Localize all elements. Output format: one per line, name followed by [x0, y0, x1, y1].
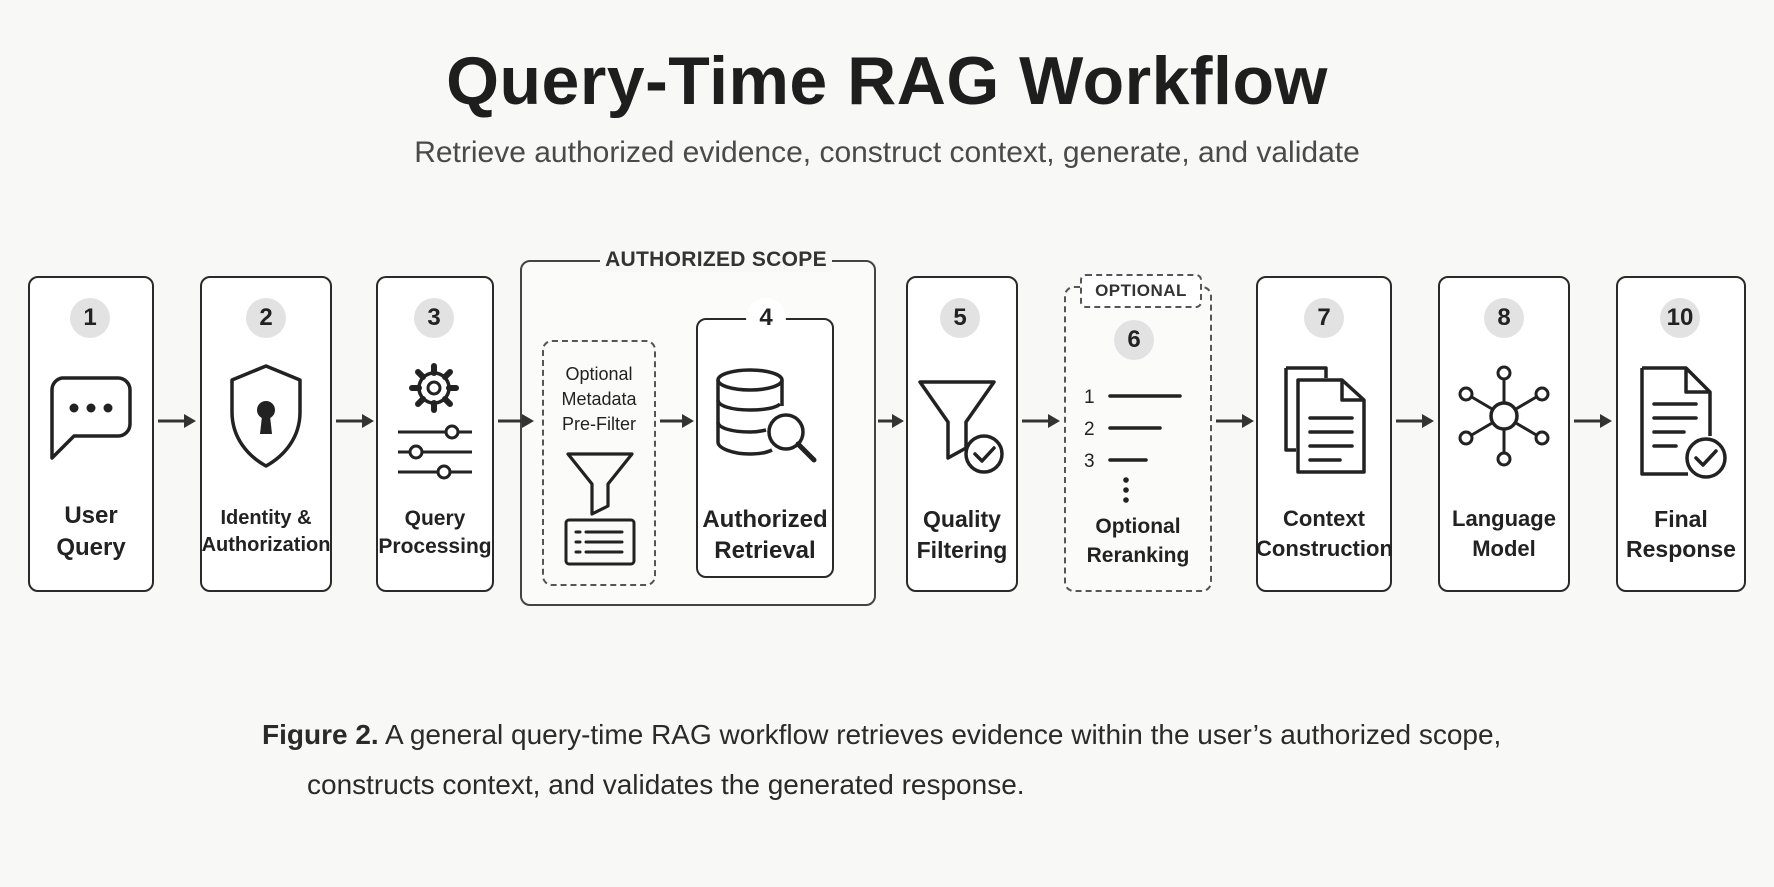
page-title: Query-Time RAG Workflow	[446, 43, 1328, 119]
step-label: Quality Filtering	[906, 504, 1018, 566]
flow-arrow	[1574, 414, 1612, 428]
step-label-line: User	[64, 502, 118, 529]
step-label-line: Retrieval	[714, 537, 816, 564]
database-search-icon	[716, 368, 817, 463]
flow-arrow	[1216, 414, 1254, 428]
caption-line-2: constructs context, and validates the ge…	[307, 769, 1025, 800]
rank-number: 2	[1084, 419, 1095, 440]
documents-icon	[1284, 366, 1366, 474]
figure-label: Figure 2.	[262, 719, 379, 750]
document-check-icon	[1640, 366, 1727, 479]
flow-arrow	[1022, 414, 1060, 428]
step-number-badge: 8	[1484, 298, 1524, 338]
figure-caption: Figure 2. A general query-time RAG workf…	[262, 710, 1562, 810]
flow-arrow	[336, 414, 374, 428]
step-label-line: Response	[1626, 536, 1736, 562]
prefilter-label-line: Pre-Filter	[561, 414, 636, 434]
optional-prefilter-box	[542, 340, 656, 586]
shield-lock-icon	[230, 364, 302, 468]
step-authorized-retrieval	[696, 318, 834, 578]
ranked-list-icon	[1108, 394, 1182, 503]
step-label-line: Optional	[1095, 515, 1181, 538]
step-label: Identity & Authorization	[200, 505, 332, 559]
step-label-line: Language	[1452, 506, 1556, 531]
step-label-line: Filtering	[916, 537, 1008, 563]
caption-line-1: A general query-time RAG workflow retrie…	[378, 719, 1502, 750]
page-subtitle: Retrieve authorized evidence, construct …	[414, 136, 1360, 169]
funnel-check-icon	[918, 380, 1004, 474]
flow-arrow	[660, 414, 694, 428]
step-label: Query Processing	[376, 505, 494, 561]
step-label: Authorized Retrieval	[696, 504, 834, 566]
step-label-line: Quality	[923, 506, 1001, 532]
optional-tag: OPTIONAL	[1080, 274, 1202, 308]
step-label-line: Identity &	[220, 507, 312, 529]
flow-arrow	[1396, 414, 1434, 428]
step-number-badge: 1	[70, 298, 110, 338]
flow-arrow	[878, 414, 904, 428]
step-label-line: Query	[404, 507, 466, 530]
step-label: User Query	[28, 500, 154, 564]
step-number-badge: 6	[1114, 320, 1154, 360]
prefilter-label-line: Optional	[565, 364, 633, 384]
step-number-badge: 5	[940, 298, 980, 338]
step-label: Language Model	[1438, 504, 1570, 564]
rank-numbers: 1 2 3	[1084, 382, 1106, 478]
step-label-line: Final	[1654, 506, 1708, 532]
step-label-line: Processing	[378, 535, 492, 558]
authorized-scope-label: AUTHORIZED SCOPE	[600, 248, 832, 272]
step-label-line: Reranking	[1086, 544, 1190, 567]
step-label: Context Construction	[1256, 504, 1393, 564]
step-number-badge: 3	[414, 298, 454, 338]
step-number-badge: 7	[1304, 298, 1344, 338]
rank-number: 3	[1084, 451, 1095, 472]
chat-bubble-icon	[50, 376, 132, 460]
step-label-line: Query	[56, 534, 126, 561]
filter-funnel-icon	[564, 452, 636, 566]
prefilter-label: Optional Metadata Pre-Filter	[542, 362, 656, 437]
rank-number: 1	[1084, 387, 1095, 408]
gear-sliders-icon	[398, 363, 472, 480]
step-label-line: Construction	[1256, 536, 1393, 561]
step-number-badge: 10	[1660, 298, 1700, 338]
prefilter-label-line: Metadata	[561, 389, 637, 409]
step-label-line: Authorization	[201, 534, 331, 556]
step-label: Final Response	[1616, 504, 1746, 564]
step-label-line: Model	[1472, 536, 1536, 561]
step-label-line: Context	[1283, 506, 1365, 531]
network-hub-icon	[1458, 365, 1550, 467]
step-number-badge: 4	[746, 298, 786, 338]
step-number-badge: 2	[246, 298, 286, 338]
step-label-line: Authorized	[702, 506, 828, 533]
step-label: Optional Reranking	[1064, 512, 1212, 570]
step-optional-reranking	[1064, 286, 1212, 592]
flow-arrow	[158, 414, 196, 428]
flow-arrow	[498, 414, 534, 428]
